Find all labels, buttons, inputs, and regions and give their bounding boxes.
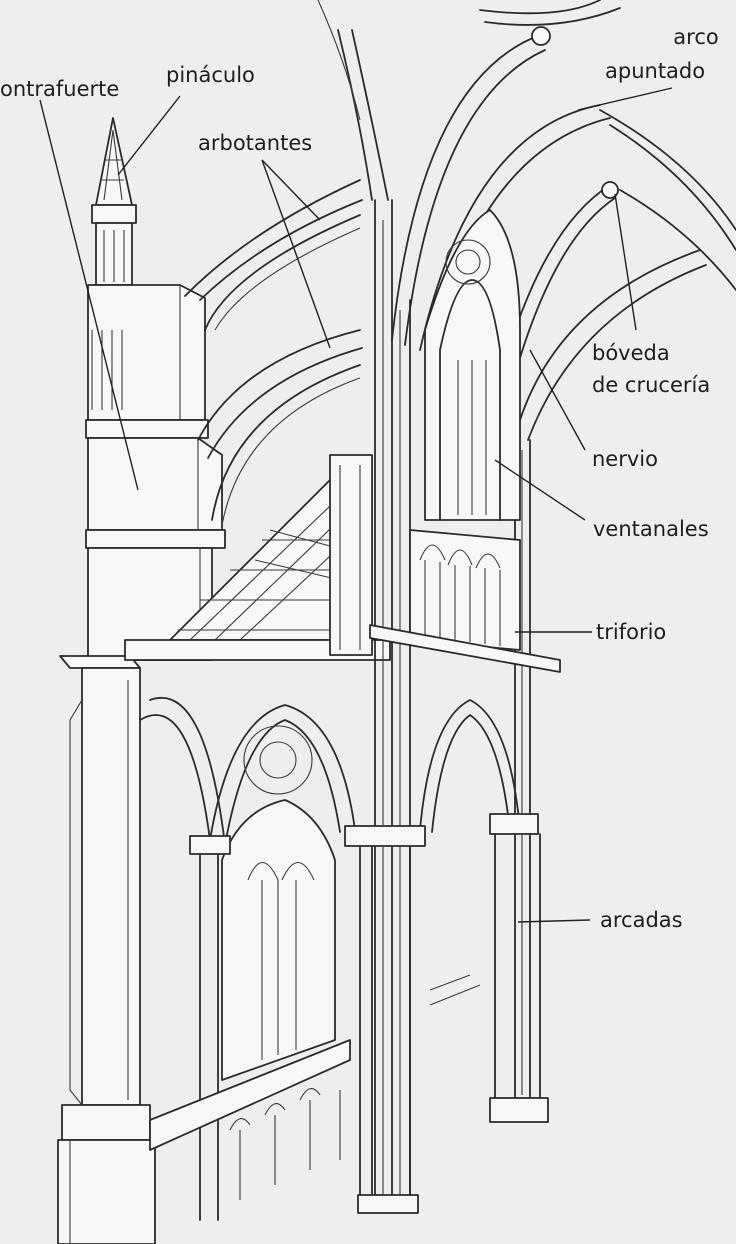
nave-upper-wall (329, 199, 531, 1201)
clerestory-windows (424, 209, 521, 521)
flying-buttresses (184, 179, 363, 526)
label-contrafuerte: ontrafuerte (0, 77, 120, 101)
label-boveda-line1: bóveda (592, 341, 670, 365)
aisle-roof (124, 464, 391, 661)
buttress-tower (57, 117, 226, 1244)
label-ventanales: ventanales (593, 517, 709, 541)
label-boveda-line2: de crucería (592, 373, 711, 397)
triforium-gallery (369, 529, 561, 673)
label-arco-line1: arco (673, 25, 719, 49)
label-arcadas: arcadas (600, 908, 683, 932)
label-nervio: nervio (592, 447, 658, 471)
leader-lines (39, 87, 673, 923)
label-pinaculo: pináculo (166, 63, 255, 87)
label-arbotantes: arbotantes (198, 131, 313, 155)
rib-vaults (317, 0, 736, 441)
nave-arcades (139, 697, 549, 1221)
label-arco-line2: apuntado (605, 59, 706, 83)
label-triforio: triforio (596, 620, 667, 644)
